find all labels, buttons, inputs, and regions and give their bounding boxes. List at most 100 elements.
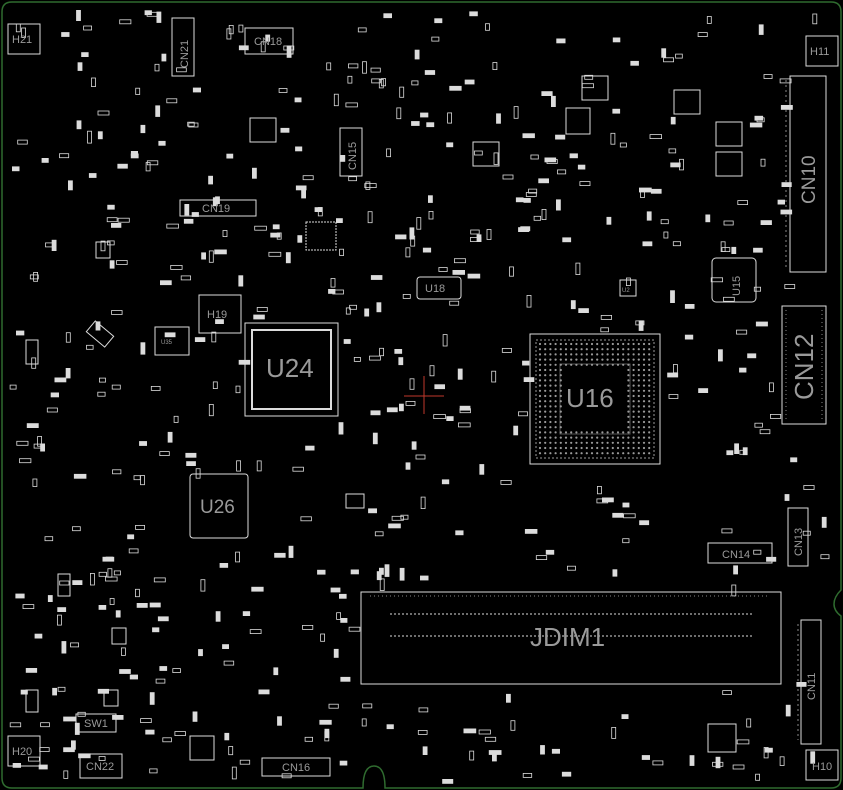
bga-ball	[575, 431, 578, 434]
passive-part	[95, 321, 101, 331]
passive-part	[40, 722, 50, 728]
bga-ball	[642, 363, 646, 366]
bga-ball	[559, 379, 562, 382]
passive-part	[721, 247, 731, 253]
passive-part	[652, 760, 664, 766]
bga-ball	[616, 358, 620, 361]
passive-part	[736, 329, 748, 335]
passive-part	[422, 746, 428, 755]
bga-ball	[648, 452, 651, 455]
bga-ball	[632, 446, 635, 450]
passive-part	[129, 674, 138, 680]
passive-part	[140, 475, 145, 486]
bga-ball	[648, 384, 651, 387]
bga-ball	[559, 436, 562, 439]
bga-ball	[627, 441, 630, 444]
bga-ball	[564, 358, 568, 361]
bga-ball	[549, 384, 552, 387]
passive-part	[99, 377, 106, 383]
passive-part	[370, 275, 383, 280]
bga-ball	[601, 342, 604, 346]
passive-part	[469, 11, 478, 17]
passive-part	[214, 249, 227, 255]
passive-part	[231, 766, 237, 780]
passive-part	[83, 25, 92, 31]
passive-part	[411, 80, 419, 86]
passive-part	[116, 260, 128, 265]
passive-part	[106, 217, 118, 223]
bga-ball	[616, 452, 620, 455]
passive-part	[19, 458, 32, 464]
bga-ball	[538, 426, 542, 429]
passive-part	[86, 344, 94, 350]
passive-part	[286, 45, 292, 58]
passive-part	[130, 153, 139, 159]
passive-part	[718, 349, 723, 362]
passive-part	[107, 568, 113, 578]
passive-part	[535, 555, 548, 560]
bga-ball	[627, 436, 630, 439]
passive-part	[642, 241, 653, 247]
bga-ball	[627, 389, 630, 392]
passive-part	[16, 440, 29, 446]
bga-ball	[554, 368, 557, 372]
passive-part	[492, 62, 498, 70]
bga-ball	[606, 436, 609, 439]
cn16-connector	[261, 757, 331, 777]
passive-part	[434, 18, 443, 24]
passive-part	[626, 277, 631, 286]
bga-ball	[637, 420, 640, 424]
label-jdim1: JDIM1	[530, 622, 605, 652]
passive-part	[731, 584, 737, 597]
passive-part	[753, 549, 762, 555]
passive-part	[399, 86, 405, 98]
bga-ball	[611, 348, 614, 351]
bga-ball	[632, 342, 635, 346]
passive-part	[414, 49, 420, 60]
bga-ball	[642, 405, 646, 408]
bga-ball	[549, 426, 552, 429]
bga-ball	[601, 452, 604, 455]
bga-ball	[632, 410, 635, 413]
passive-part	[455, 530, 464, 536]
bga-ball	[632, 379, 635, 382]
passive-part	[433, 414, 446, 420]
passive-part	[208, 403, 214, 417]
passive-part	[253, 314, 265, 320]
passive-part	[57, 686, 66, 692]
passive-part	[333, 648, 339, 658]
passive-part	[600, 327, 609, 333]
bga-ball	[538, 452, 542, 455]
bga-ball	[564, 446, 568, 450]
passive-part	[9, 384, 17, 390]
passive-part	[340, 618, 348, 623]
bga-ball	[559, 431, 562, 434]
passive-part	[330, 278, 336, 288]
bga-ball	[627, 452, 630, 455]
passive-part	[731, 246, 737, 255]
bga-ball	[554, 441, 557, 444]
passive-part	[26, 423, 39, 429]
passive-part	[577, 164, 586, 170]
passive-part	[638, 320, 644, 331]
passive-part	[353, 356, 361, 362]
bga-ball	[559, 374, 562, 377]
passive-part	[396, 107, 402, 120]
passive-part	[38, 764, 48, 770]
passive-part	[469, 750, 475, 761]
passive-part	[777, 199, 785, 205]
bga-ball	[554, 342, 557, 346]
passive-part	[97, 110, 110, 116]
passive-part	[185, 452, 197, 458]
passive-part	[368, 508, 378, 514]
passive-part	[194, 337, 206, 343]
passive-part	[518, 411, 528, 417]
passive-part	[753, 286, 761, 292]
bga-ball	[601, 353, 604, 356]
passive-part	[135, 525, 146, 530]
bga-ball	[616, 431, 620, 434]
bga-ball	[585, 358, 588, 361]
bga-ball	[648, 446, 651, 450]
bga-ball	[559, 342, 562, 346]
passive-part	[273, 667, 279, 676]
